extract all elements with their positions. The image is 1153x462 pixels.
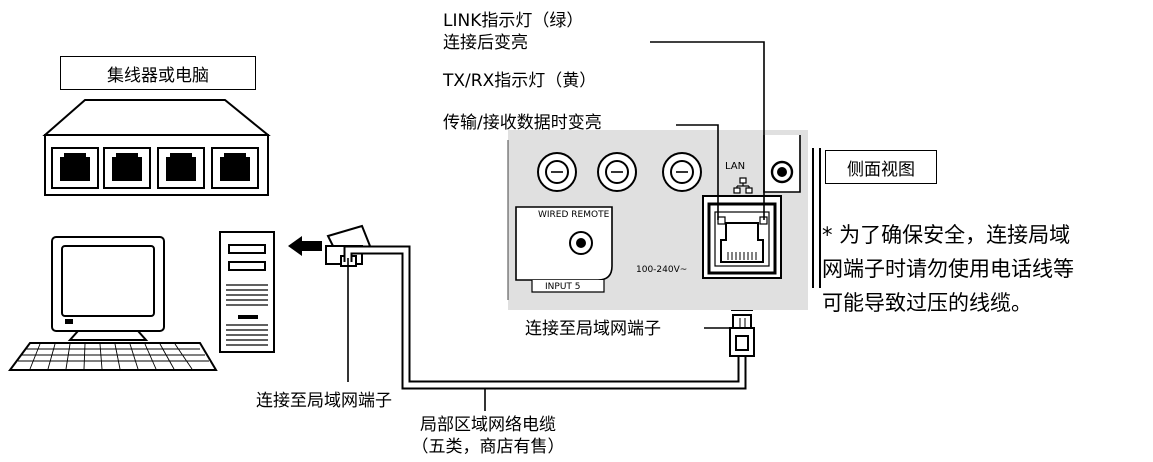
hub-label: 集线器或电脑 [107,65,209,86]
txrx-led-line2: 传输/接收数据时变亮 [443,113,602,133]
txrx-led-line1: TX/RX指示灯（黄） [443,71,597,91]
voltage-label: 100-240V~ [636,265,688,275]
keyboard [8,342,218,371]
right-rj45-plug [729,314,755,357]
cable-line2: （五类，商店有售） [411,437,565,457]
wired-remote-label: WIRED REMOTE [538,210,610,220]
safety-note-line1: * 为了确保安全，连接局域 [822,223,1071,247]
hub-label-box: 集线器或电脑 [60,56,256,90]
link-led-label: LINK指示灯（绿） 连接后变亮 [443,10,583,54]
side-view-bracket [812,148,821,288]
side-view-label-box: 侧面视图 [825,150,937,184]
cable-label: 局部区域网络电缆 （五类，商店有售） [408,414,568,458]
computer-illustration [8,231,275,371]
leader-lines [347,41,765,411]
connector-left-label: 连接至局域网端子 [256,391,392,411]
hub-illustration [42,99,271,196]
link-led-line2: 连接后变亮 [443,33,528,53]
safety-note-line2: 网端子时请勿使用电话线等 [822,257,1074,281]
lan-cable [343,245,747,390]
cable-line1: 局部区域网络电缆 [420,415,556,435]
link-led-line1: LINK指示灯（绿） [443,11,584,31]
side-view-label: 侧面视图 [847,159,915,180]
input-label: INPUT 5 [545,282,581,292]
safety-note: * 为了确保安全，连接局域 网端子时请勿使用电话线等 可能导致过压的线缆。 [822,218,1074,320]
lan-port-label: LAN [725,161,746,172]
connector-right-label: 连接至局域网端子 [525,319,661,339]
txrx-led-label: TX/RX指示灯（黄） 传输/接收数据时变亮 [443,70,602,134]
projector-panel [507,130,813,310]
left-arrow-icon [288,236,322,256]
safety-note-line3: 可能导致过压的线缆。 [822,291,1032,315]
